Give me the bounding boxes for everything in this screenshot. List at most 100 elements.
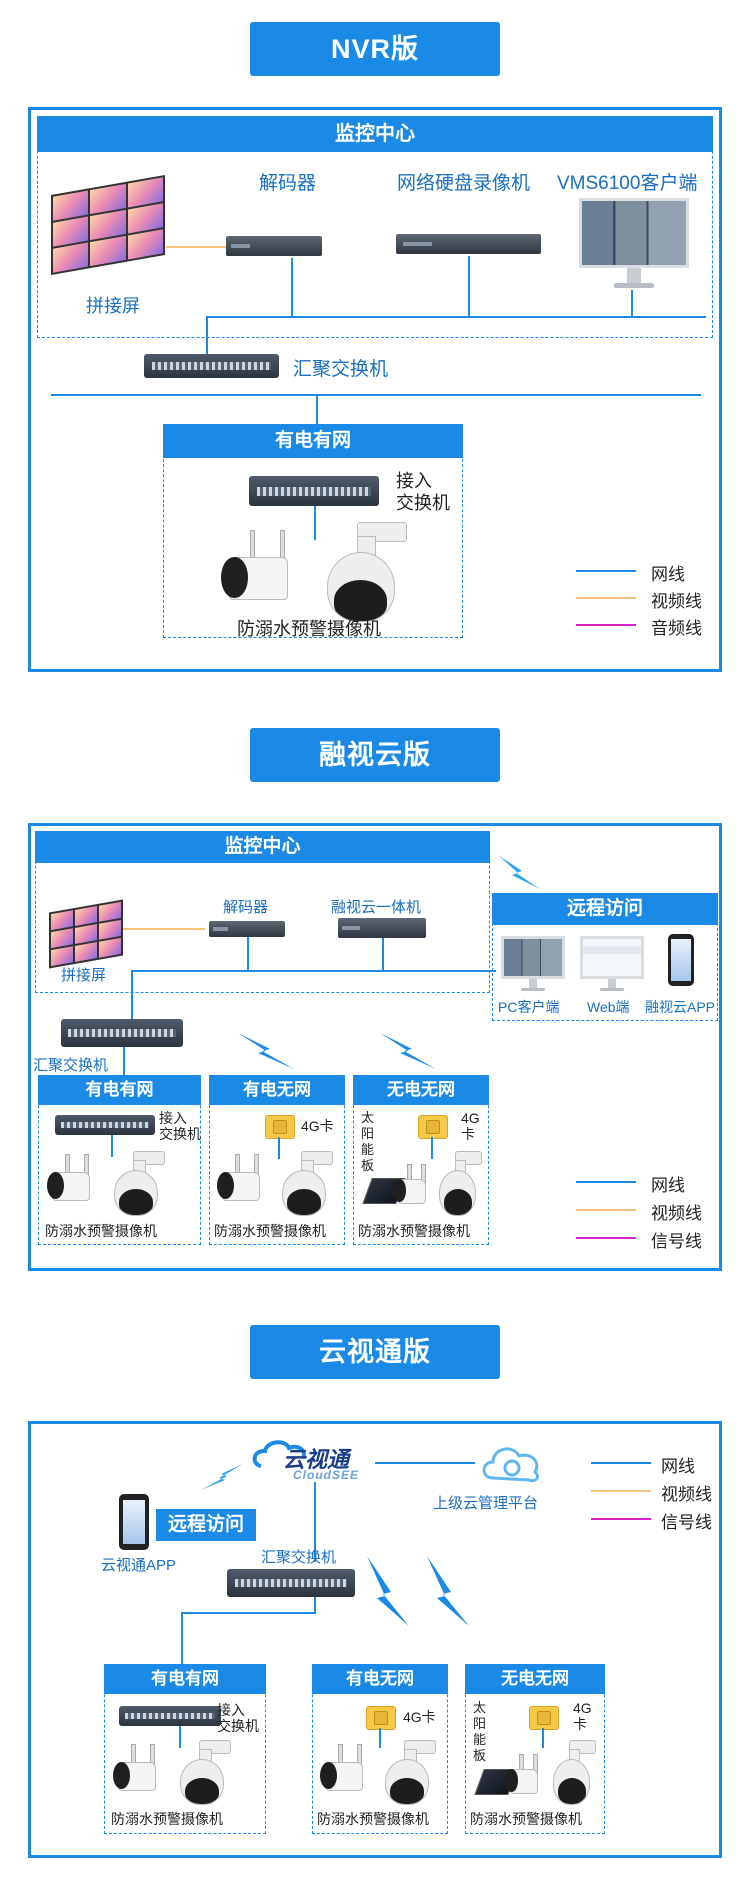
cloudsee-logo-icon xyxy=(252,1440,306,1468)
web-client-label: Web端 xyxy=(587,999,630,1015)
cloud-power4g-card-label: 4G卡 xyxy=(301,1118,334,1134)
bullet-camera-icon xyxy=(320,1744,380,1804)
switch-to-wired-link xyxy=(181,1612,183,1664)
signal-bolt-icon xyxy=(238,1033,294,1069)
ysee-access-link xyxy=(179,1726,181,1748)
app-phone-icon xyxy=(668,934,694,986)
sim-link xyxy=(431,1137,433,1159)
ysee-access-switch-icon xyxy=(119,1706,221,1726)
cloud-solar4g-card-label: 4G 卡 xyxy=(461,1110,480,1142)
pc-client-icon xyxy=(501,936,565,991)
ysee-solar4g-title: 无电无网 xyxy=(465,1664,605,1694)
cloud-wired-title: 有电有网 xyxy=(38,1075,201,1105)
remote-access-title: 远程访问 xyxy=(492,893,718,925)
nvr-device-label: 网络硬盘录像机 xyxy=(397,173,531,194)
legend-network-line xyxy=(576,1181,636,1183)
signal-bolt-icon xyxy=(427,1556,469,1626)
decoder-link xyxy=(291,258,293,318)
decoder-icon xyxy=(226,236,322,256)
legend-signal-label: 信号线 xyxy=(661,1513,712,1532)
remote-signal-icon xyxy=(201,1464,243,1490)
ysee-frame: 云视通 CloudSEE 上级云管理平台 网线 视频线 信号线 远程访问 云视通… xyxy=(28,1421,722,1858)
logo-to-switch-link xyxy=(314,1482,316,1562)
legend-video-line xyxy=(576,597,636,599)
logo-to-platform-link xyxy=(375,1462,475,1464)
all-in-one-label: 融视云一体机 xyxy=(331,899,422,916)
ysee-wired-title: 有电有网 xyxy=(104,1664,266,1694)
cloud-access-link xyxy=(111,1135,113,1157)
sim-link xyxy=(542,1728,544,1748)
cloud-wired-camera-label: 防溺水预警摄像机 xyxy=(45,1223,157,1239)
pc-client-label: PC客户端 xyxy=(498,999,560,1015)
legend-network-line xyxy=(591,1462,651,1464)
cloud-video-wall-label: 拼接屏 xyxy=(61,967,107,984)
remote-access-badge: 远程访问 xyxy=(156,1509,256,1541)
sim-link xyxy=(278,1137,280,1159)
ysee-solar4g-camera-label: 防溺水预警摄像机 xyxy=(470,1811,582,1827)
ysee-app-phone-icon xyxy=(119,1494,149,1550)
ysee-aggregation-switch-label: 汇聚交换机 xyxy=(261,1549,337,1566)
ysee-app-label: 云视通APP xyxy=(101,1557,177,1574)
switch-bus-line xyxy=(181,1612,315,1614)
vms-link xyxy=(631,290,633,318)
center-bus-line xyxy=(206,316,706,318)
bullet-camera-icon xyxy=(113,1744,173,1804)
signal-bolt-icon xyxy=(367,1556,409,1626)
video-line xyxy=(166,246,228,248)
legend-video-line xyxy=(576,1209,636,1211)
cloud-center-to-switch xyxy=(131,970,133,1020)
legend-video-label: 视频线 xyxy=(651,592,702,611)
legend-network-label: 网线 xyxy=(651,1176,685,1195)
ysee-solar-panel-label: 太 阳 能 板 xyxy=(473,1700,487,1763)
all-in-one-icon xyxy=(338,918,426,938)
cloud-video-line xyxy=(123,928,205,930)
legend-network-label: 网线 xyxy=(661,1457,695,1476)
legend-video-line xyxy=(591,1490,651,1492)
cloud-solar4g-title: 无电无网 xyxy=(353,1075,489,1105)
ysee-power4g-camera-label: 防溺水预警摄像机 xyxy=(317,1811,429,1827)
ysee-wired-camera-label: 防溺水预警摄像机 xyxy=(111,1811,223,1827)
vms-monitor-icon xyxy=(579,198,689,288)
legend-signal-line xyxy=(576,1237,636,1239)
bullet-camera-icon xyxy=(393,1164,438,1214)
dome-camera-icon xyxy=(549,1740,599,1805)
bullet-camera-icon xyxy=(47,1154,107,1214)
access-switch-icon xyxy=(249,476,379,506)
nvr-camera-label: 防溺水预警摄像机 xyxy=(237,619,381,639)
dome-camera-icon xyxy=(109,1151,169,1216)
legend-audio-label: 音频线 xyxy=(651,619,702,638)
bullet-camera-icon xyxy=(217,1154,277,1214)
nvr-banner: NVR版 xyxy=(250,22,500,76)
nvr-device-icon xyxy=(396,234,541,254)
video-wall-label: 拼接屏 xyxy=(86,296,140,316)
access-switch-label: 接入 交换机 xyxy=(396,471,450,513)
all-in-one-link xyxy=(382,938,384,970)
decoder-label: 解码器 xyxy=(259,173,317,194)
legend-signal-line xyxy=(591,1518,651,1520)
dome-camera-icon xyxy=(435,1151,485,1216)
remote-signal-icon xyxy=(498,855,540,889)
sim-card-icon xyxy=(366,1706,396,1730)
vms-client-label: VMS6100客户端 xyxy=(557,173,698,194)
cloud-switch-down-link xyxy=(123,1047,125,1075)
legend-signal-label: 信号线 xyxy=(651,1232,702,1251)
cloud-decoder-icon xyxy=(209,921,285,937)
web-client-icon xyxy=(580,936,644,991)
nvr-link xyxy=(468,256,470,318)
dome-camera-icon xyxy=(175,1740,235,1805)
cloud-banner: 融视云版 xyxy=(250,728,500,782)
aggregation-switch-label: 汇聚交换机 xyxy=(293,359,389,380)
cloud-center-bus xyxy=(131,970,496,972)
ysee-power4g-card-label: 4G卡 xyxy=(403,1709,436,1725)
nvr-frame: 监控中心 拼接屏 解码器 网络硬盘录像机 VMS6100客户端 汇聚交换机 有电… xyxy=(28,107,722,672)
ysee-access-switch-label: 接入 交换机 xyxy=(217,1702,259,1734)
legend-video-label: 视频线 xyxy=(651,1204,702,1223)
ysee-solar4g-card-label: 4G 卡 xyxy=(573,1700,592,1732)
cloud-aggregation-switch-icon xyxy=(61,1019,183,1047)
sim-card-icon xyxy=(265,1115,295,1139)
ysee-aggregation-switch-icon xyxy=(227,1569,355,1597)
cloud-access-switch-label: 接入 交换机 xyxy=(159,1110,201,1142)
legend-video-label: 视频线 xyxy=(661,1485,712,1504)
legend-network-label: 网线 xyxy=(651,565,685,584)
cloud-access-switch-icon xyxy=(55,1115,155,1135)
